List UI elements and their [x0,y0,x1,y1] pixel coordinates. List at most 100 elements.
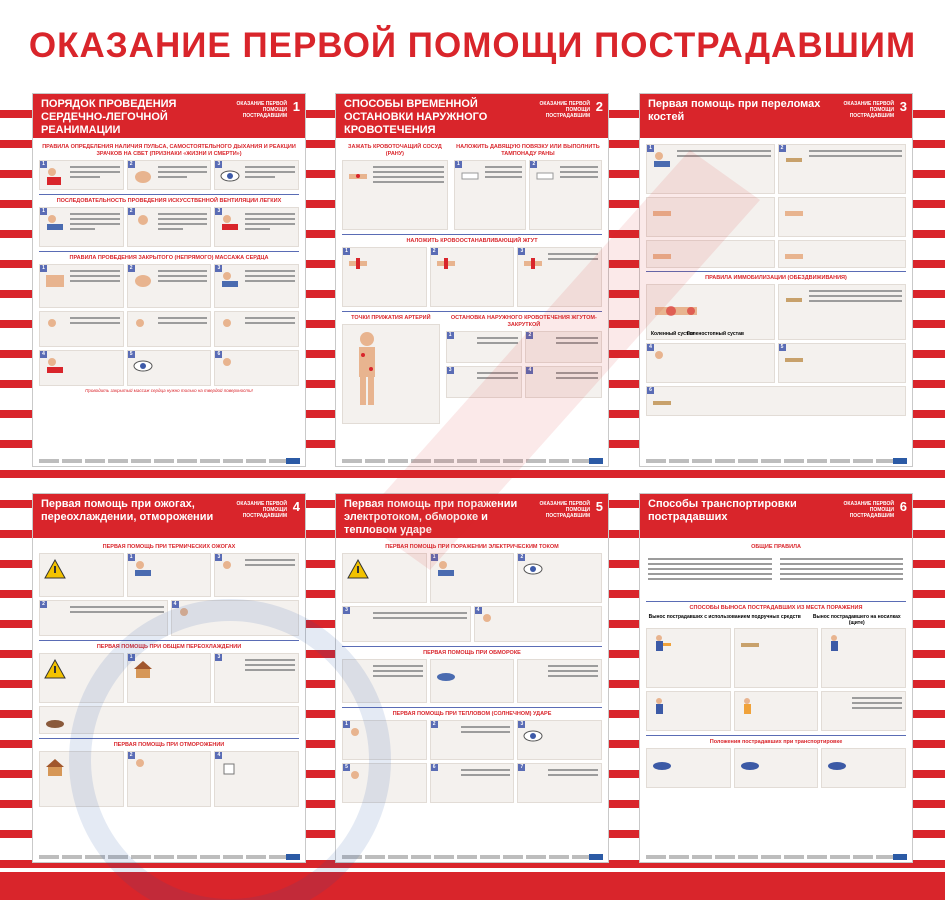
poster-title: Первая помощь при ожогах, переохлаждении… [41,498,214,523]
stretcher-icon [784,358,803,362]
arm-icon [653,211,671,216]
section-title: ОБЩИЕ ПРАВИЛА [751,544,801,550]
poster-fractures: Первая помощь при переломах костей ОКАЗА… [640,94,912,466]
step-tile: 3 [517,247,603,307]
rescuer-icon [656,635,671,651]
person-icon [653,762,671,770]
cup-icon [223,763,235,775]
section-title: ПЕРВАЯ ПОМОЩЬ ПРИ ПОРАЖЕНИИ ЭЛЕКТРИЧЕСКИ… [385,544,559,550]
house-icon [46,759,64,776]
step-tile [39,751,124,807]
person-icon [48,319,56,327]
poster-number: 1 [292,99,300,114]
page-title: ОКАЗАНИЕ ПЕРВОЙ ПОМОЩИ ПОСТРАДАВШИМ [28,26,917,65]
house-icon [133,661,152,678]
person-icon [351,728,359,736]
eye-icon [523,730,543,742]
tourniquet-icon [349,258,367,269]
section-title: ПРАВИЛА ПРОВЕДЕНИЯ ЗАКРЫТОГО (НЕПРЯМОГО)… [69,255,269,261]
step-tile: 1 [39,264,124,308]
person-icon [47,215,63,230]
step-tile: 3 [517,720,603,760]
step-tile: 1 [39,160,124,190]
section-title: ПЕРВАЯ ПОМОЩЬ ПРИ ТЕПЛОВОМ (СОЛНЕЧНОМ) У… [392,711,552,717]
step-tile: 1 [445,331,523,363]
step-tile: 1 [453,160,527,230]
poster-number: 2 [595,99,603,114]
person-icon [436,673,455,681]
step-tile: 5 [342,763,427,803]
step-tile: 2 [126,207,212,247]
body-diagram [342,324,440,424]
stretcher-icon [653,401,671,405]
step-tile: 2 [39,600,168,636]
step-tile [821,691,907,731]
step-tile: 3 [342,606,471,642]
person-icon [137,215,148,225]
poster-series: ОКАЗАНИЕ ПЕРВОЙ ПОМОЩИ ПОСТРАДАВШИМ [539,101,590,119]
poster-number: 3 [899,99,907,114]
step-tile: 1 [342,720,427,760]
poster-header: Первая помощь при поражении электротоком… [336,494,608,538]
step-tile [777,197,906,237]
step-tile: 2 [525,331,602,363]
poster-title: ПОРЯДОК ПРОВЕДЕНИЯ СЕРДЕЧНО-ЛЕГОЧНОЙ РЕА… [41,98,177,136]
chest-icon [46,275,64,287]
poster-title: СПОСОБЫ ВРЕМЕННОЙ ОСТАНОВКИ НАРУЖНОГО КР… [344,98,488,136]
step-tile: 1 [126,653,212,703]
step-tile: 3 [214,160,300,190]
person-icon [47,168,61,185]
stretcher-icon [740,643,759,647]
step-tile [517,659,603,703]
splint-icon [785,158,802,162]
step-tile: 4 [473,606,602,642]
person-icon [654,152,670,167]
section-title: НАЛОЖИТЬ ДАВЯЩУЮ ПОВЯЗКУ ИЛИ ВЫПОЛНИТЬ Т… [456,144,600,157]
brand-logo [286,458,300,464]
step-tile [39,653,124,703]
rules-text [646,553,775,597]
rescuer-icon [831,635,839,651]
step-tile: 2 [777,144,906,194]
poster-number: 4 [292,499,300,514]
section: ПРАВИЛА ПРОВЕДЕНИЯ ЗАКРЫТОГО (НЕПРЯМОГО)… [39,255,300,394]
poster-bleeding: СПОСОБЫ ВРЕМЕННОЙ ОСТАНОВКИ НАРУЖНОГО КР… [336,94,608,466]
leg-icon [653,254,671,259]
step-tile: 6 [214,350,300,386]
section-title: Положения пострадавших при транспортиров… [709,739,843,745]
section: ПОСЛЕДОВАТЕЛЬНОСТЬ ПРОВЕДЕНИЯ ИСКУССТВЕН… [39,198,300,247]
poster-transport: Способы транспортировки пострадавших ОКА… [640,494,912,862]
person-icon [135,759,144,767]
leg-icon [655,306,697,316]
step-tile: 1 [429,553,515,603]
poster-number: 5 [595,499,603,514]
eye-icon [523,563,543,575]
eye-icon [220,170,240,182]
step-tile: 4 [170,600,299,636]
poster-series: ОКАЗАНИЕ ПЕРВОЙ ПОМОЩИ ПОСТРАДАВШИМ [539,501,590,519]
bandage-icon [461,172,479,180]
person-icon [482,614,491,622]
tourniquet-icon [436,258,455,269]
leg-icon [784,254,803,259]
brand-logo [589,458,603,464]
step-tile: 4 [214,751,300,807]
step-tile [733,691,819,731]
step-tile [646,691,731,731]
rules-text [777,553,906,597]
section-title: ПЕРВАЯ ПОМОЩЬ ПРИ ОБЩЕМ ПЕРЕОХЛАЖДЕНИИ [96,644,242,650]
person-icon [135,319,144,327]
poster-cpr: ПОРЯДОК ПРОВЕДЕНИЯ СЕРДЕЧНО-ЛЕГОЧНОЙ РЕА… [33,94,305,466]
poster-title: Первая помощь при поражении электротоком… [344,498,518,536]
poster-burns: Первая помощь при ожогах, переохлаждении… [33,494,305,862]
bandage-icon [536,172,554,180]
person-icon [828,762,847,770]
poster-series: ОКАЗАНИЕ ПЕРВОЙ ПОМОЩИ ПОСТРАДАВШИМ [843,101,894,119]
step-tile: 5 [126,350,212,386]
step-tile: 4 [525,366,602,398]
poster-series: ОКАЗАНИЕ ПЕРВОЙ ПОМОЩИ ПОСТРАДАВШИМ [843,501,894,519]
poster-series: ОКАЗАНИЕ ПЕРВОЙ ПОМОЩИ ПОСТРАДАВШИМ [236,501,287,519]
step-tile: 2 [126,160,212,190]
step-tile [733,628,819,688]
step-tile: 2 [517,553,603,603]
